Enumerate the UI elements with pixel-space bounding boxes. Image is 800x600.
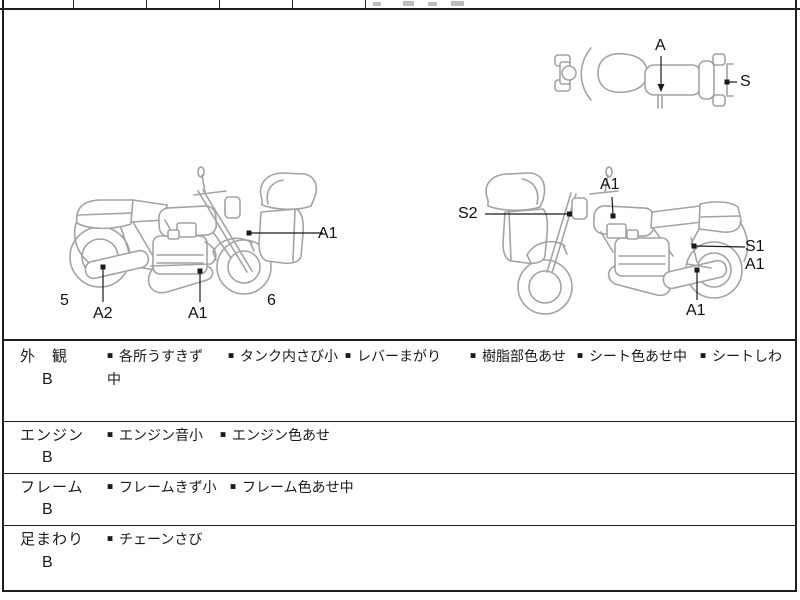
sheet-bottom-border	[2, 590, 797, 592]
square-bullet-icon: ■	[107, 481, 114, 493]
topview-label-s: S	[740, 73, 751, 90]
leftview-label-a1-engine: A1	[188, 305, 208, 322]
square-bullet-icon: ■	[228, 350, 235, 362]
condition-item-text: エンジン音小	[119, 427, 204, 443]
rightview-label-s1: S1	[745, 238, 765, 255]
leader-line-s1	[694, 245, 746, 248]
row-label: 足まわり	[20, 531, 85, 548]
rightview-label-a1-tank: A1	[600, 176, 620, 193]
row-grade: B	[42, 501, 53, 518]
cutoff-text-fragment	[373, 2, 381, 6]
condition-item: ■ レバーまがり	[345, 348, 441, 364]
table-divider	[73, 0, 74, 9]
condition-item-text: フレームきず小	[119, 479, 217, 495]
condition-item: ■ シート色あせ中	[577, 348, 687, 364]
wrapped-continuation-text: 中	[107, 371, 121, 387]
motorcycle-left-side-diagram	[69, 166, 323, 302]
pointer-dot-a1-tank	[610, 213, 616, 219]
condition-item-text: シート色あせ中	[589, 348, 688, 364]
row-label: 外 観	[20, 348, 69, 365]
square-bullet-icon: ■	[470, 350, 477, 362]
row-separator	[2, 421, 797, 422]
square-bullet-icon: ■	[345, 350, 352, 362]
row-label: エンジン	[20, 427, 85, 444]
condition-item: ■ フレーム色あせ中	[230, 479, 354, 495]
condition-item: ■ エンジン色あせ	[220, 427, 330, 443]
condition-item: ■ フレームきず小	[107, 479, 217, 495]
square-bullet-icon: ■	[107, 429, 114, 441]
row-separator	[2, 525, 797, 526]
square-bullet-icon: ■	[107, 533, 114, 545]
condition-item-text: シートしわ	[712, 348, 783, 364]
table-divider	[146, 0, 147, 9]
table-divider	[219, 0, 220, 9]
sheet-right-border	[795, 0, 797, 592]
condition-item-text: エンジン色あせ	[232, 427, 331, 443]
condition-item-text: フレーム色あせ中	[242, 479, 354, 495]
leftview-label-5: 5	[60, 292, 69, 309]
pointer-dot-s1	[691, 243, 697, 249]
motorcycle-right-side-diagram	[485, 166, 749, 315]
leader-line-a1-tank	[611, 196, 614, 216]
condition-item: ■ 各所うすきず	[107, 348, 203, 364]
motorcycle-top-view-diagram	[554, 47, 737, 109]
table-bottom-border	[0, 8, 800, 10]
cutoff-text-fragment	[451, 1, 464, 6]
arrowhead-a	[657, 84, 665, 92]
square-bullet-icon: ■	[700, 350, 707, 362]
cutoff-text-fragment	[428, 2, 437, 6]
row-label: フレーム	[20, 479, 84, 496]
condition-item: ■ 樹脂部色あせ	[470, 348, 566, 364]
condition-item-text: チェーンさび	[119, 531, 203, 547]
condition-table-top-border	[2, 339, 797, 341]
pointer-dot-a1-fender	[246, 230, 252, 236]
square-bullet-icon: ■	[107, 350, 114, 362]
rightview-label-a1-rear: A1	[745, 256, 765, 273]
leftview-label-a1-fender: A1	[318, 225, 338, 242]
topview-label-a: A	[655, 37, 666, 54]
row-separator	[2, 473, 797, 474]
table-divider	[365, 0, 366, 9]
pointer-dot-s2	[567, 211, 572, 217]
condition-item-text: タンク内さび小	[240, 348, 339, 364]
condition-item-text: 樹脂部色あせ	[482, 348, 567, 364]
row-grade: B	[42, 449, 53, 466]
pointer-dot-a2	[100, 264, 106, 270]
row-grade: B	[42, 371, 53, 388]
pointer-dot-a1-engine	[197, 268, 203, 274]
rightview-label-s2: S2	[458, 205, 478, 222]
sheet-left-border	[2, 0, 4, 592]
condition-item: ■ タンク内さび小	[228, 348, 338, 364]
square-bullet-icon: ■	[230, 481, 237, 493]
condition-item-text: レバーまがり	[357, 348, 442, 364]
cutoff-text-fragment	[403, 1, 414, 6]
leftview-label-6: 6	[267, 292, 276, 309]
square-bullet-icon: ■	[577, 350, 584, 362]
leftview-label-a2: A2	[93, 305, 113, 322]
pointer-dot-a1-muffler	[694, 267, 700, 273]
condition-item: ■ シートしわ	[700, 348, 782, 364]
condition-item-text: 各所うすきず	[119, 348, 204, 364]
square-bullet-icon: ■	[220, 429, 227, 441]
row-grade: B	[42, 554, 53, 571]
table-divider	[292, 0, 293, 9]
condition-item: ■ エンジン音小	[107, 427, 203, 443]
rightview-label-a1-muffler: A1	[686, 302, 706, 319]
pointer-dot-s	[724, 79, 730, 85]
condition-item: ■ チェーンさび	[107, 531, 202, 547]
